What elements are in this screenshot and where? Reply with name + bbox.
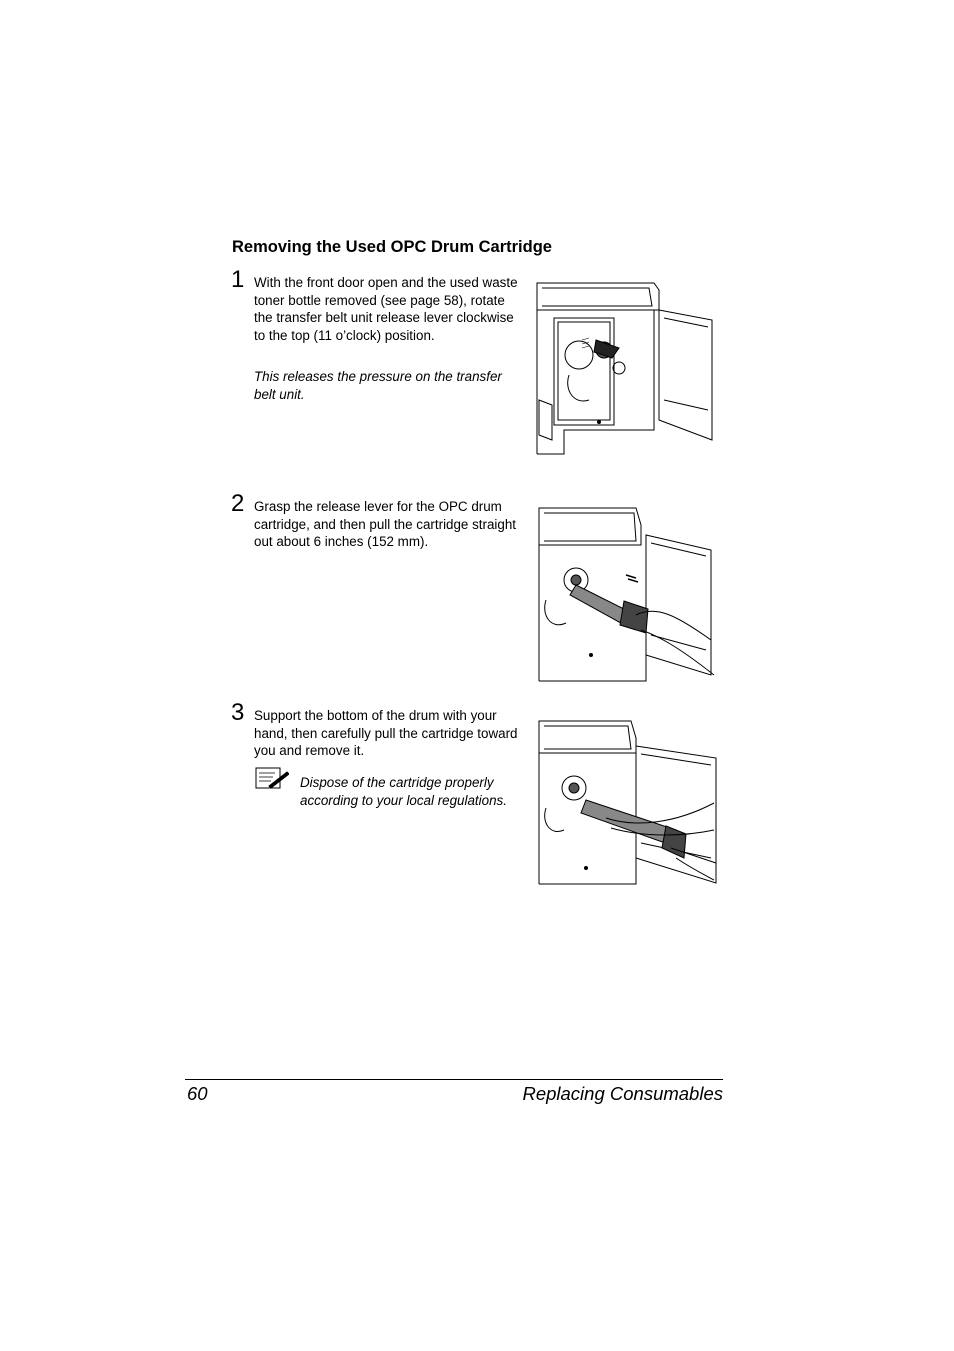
step-3-illustration: [538, 720, 717, 885]
step-1-text: With the front door open and the used wa…: [254, 275, 518, 343]
step-3-text: Support the bottom of the drum with your…: [254, 708, 518, 759]
step-1-illustration: [536, 282, 713, 455]
footer-rule: [185, 1079, 723, 1080]
page-number: 60: [187, 1083, 208, 1104]
step-3-number: 3: [231, 699, 245, 726]
step-2-illustration: [538, 507, 715, 682]
note-icon: [255, 767, 289, 789]
step-2-text: Grasp the release lever for the OPC drum…: [254, 499, 517, 550]
memo-text: Dispose of the cartridge properly accord…: [300, 775, 507, 808]
step-1-number: 1: [231, 266, 245, 293]
step-2-number: 2: [231, 490, 245, 517]
chapter-title: Replacing Consumables: [522, 1083, 723, 1104]
step-1-note: This releases the pressure on the transf…: [254, 369, 502, 402]
section-heading: Removing the Used OPC Drum Cartridge: [232, 238, 552, 256]
